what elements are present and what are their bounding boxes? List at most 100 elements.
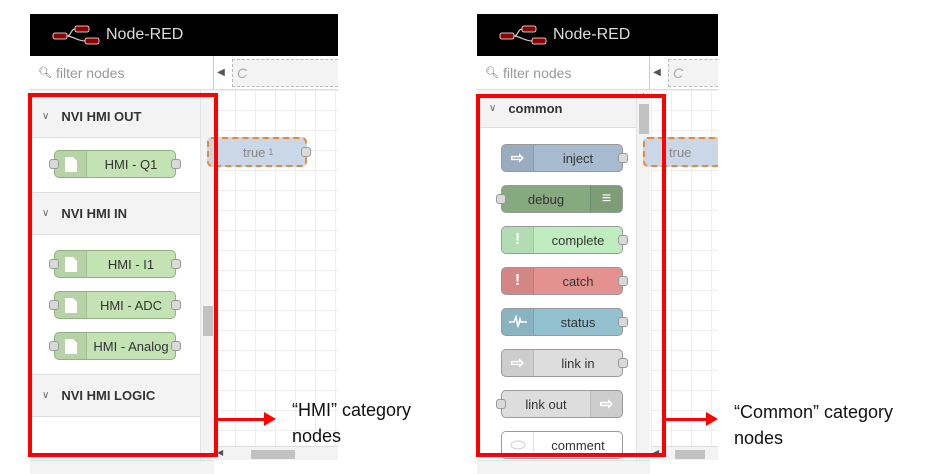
node-label: HMI - Q1 bbox=[104, 156, 158, 172]
input-port bbox=[49, 159, 59, 169]
file-icon bbox=[55, 151, 87, 177]
tab-scroll-left-icon[interactable]: ◀ bbox=[653, 67, 661, 78]
canvas-horizontal-scrollbar[interactable]: ◀ bbox=[651, 446, 718, 460]
node-label: link in bbox=[561, 355, 595, 371]
output-port bbox=[618, 276, 628, 286]
highlight-box-hmi bbox=[28, 93, 218, 457]
app-title: Node-RED bbox=[106, 26, 184, 43]
node-label: debug bbox=[527, 191, 565, 207]
node-red-logo-icon bbox=[52, 25, 100, 45]
annotation-line-1: “Common” category bbox=[734, 402, 894, 422]
palette-node-complete[interactable]: ! complete bbox=[501, 226, 628, 254]
palette-node-hmi-q1[interactable]: HMI - Q1 bbox=[49, 150, 181, 178]
flow-node-true[interactable]: true 1 bbox=[207, 137, 311, 167]
link-out-icon: ⇨ bbox=[590, 391, 622, 417]
palette: ∨ common ⇨ inject debug ≡ ! complete ! c… bbox=[477, 90, 650, 468]
flow-node-label: true bbox=[243, 144, 266, 160]
node-red-logo-icon bbox=[499, 25, 547, 45]
scrollbar-thumb[interactable] bbox=[203, 306, 213, 336]
file-icon bbox=[55, 251, 87, 277]
palette-footer bbox=[30, 460, 214, 474]
annotation-hmi: “HMI” category nodes bbox=[292, 397, 411, 449]
palette-node-status[interactable]: status bbox=[501, 308, 628, 336]
palette-node-link-out[interactable]: link out ⇨ bbox=[496, 390, 623, 418]
output-port bbox=[618, 153, 628, 163]
palette-node-hmi-adc[interactable]: HMI - ADC bbox=[49, 291, 181, 319]
node-label: link out bbox=[525, 396, 567, 412]
palette-footer bbox=[477, 460, 650, 474]
output-port bbox=[171, 341, 181, 351]
category-header-nvi-hmi-in[interactable]: ∨ NVI HMI IN bbox=[30, 193, 214, 235]
search-icon: 🔍︎ bbox=[38, 67, 52, 79]
app-header: Node-RED bbox=[30, 14, 338, 56]
palette-node-hmi-i1[interactable]: HMI - I1 bbox=[49, 250, 181, 278]
palette-node-debug[interactable]: debug ≡ bbox=[496, 185, 623, 213]
palette-node-link-in[interactable]: ⇨ link in bbox=[501, 349, 628, 377]
workspace-tab[interactable]: C bbox=[232, 58, 338, 87]
exclamation-icon: ! bbox=[502, 227, 534, 253]
filter-placeholder: filter nodes bbox=[502, 64, 572, 81]
annotation-arrow-line bbox=[666, 418, 708, 421]
workspace-canvas[interactable]: true 1 ◀ bbox=[207, 90, 338, 460]
link-in-icon: ⇨ bbox=[502, 350, 534, 376]
arrow-right-icon: ⇨ bbox=[502, 145, 534, 171]
workspace-tab-label: C bbox=[237, 64, 248, 81]
category-label: common bbox=[508, 101, 563, 116]
node-label: inject bbox=[562, 150, 594, 166]
input-port bbox=[49, 300, 59, 310]
node-label: HMI - Analog bbox=[93, 338, 169, 354]
input-port bbox=[49, 259, 59, 269]
node-label: catch bbox=[562, 273, 594, 289]
node-label: complete bbox=[551, 232, 605, 248]
node-label: comment bbox=[551, 437, 605, 453]
app-header: Node-RED bbox=[477, 14, 718, 56]
file-icon bbox=[55, 292, 87, 318]
input-port bbox=[496, 399, 506, 409]
input-port bbox=[496, 194, 506, 204]
node-label: status bbox=[560, 314, 596, 330]
node-red-editor-right: Node-RED 🔍︎ filter nodes ◀ C ∨ common ⇨ … bbox=[477, 14, 718, 474]
category-label: NVI HMI LOGIC bbox=[61, 388, 156, 403]
annotation-arrow-head-icon bbox=[264, 412, 276, 426]
scrollbar-thumb[interactable] bbox=[639, 104, 649, 134]
scroll-left-icon[interactable]: ◀ bbox=[217, 448, 224, 457]
annotation-line-2: nodes bbox=[734, 428, 784, 448]
filter-nodes-input[interactable]: 🔍︎ filter nodes bbox=[30, 56, 214, 89]
annotation-arrow-line bbox=[218, 418, 266, 421]
filter-placeholder: filter nodes bbox=[55, 64, 125, 81]
scroll-left-icon[interactable]: ◀ bbox=[653, 448, 660, 457]
category-header-nvi-hmi-out[interactable]: ∨ NVI HMI OUT bbox=[30, 96, 214, 138]
app-title: Node-RED bbox=[553, 26, 631, 43]
file-icon bbox=[55, 333, 87, 359]
category-header-nvi-hmi-logic[interactable]: ∨ NVI HMI LOGIC bbox=[30, 375, 214, 417]
tab-scroll-left-icon[interactable]: ◀ bbox=[217, 67, 225, 78]
scrollbar-thumb[interactable] bbox=[675, 450, 705, 459]
output-port bbox=[618, 317, 628, 327]
category-label: NVI HMI OUT bbox=[61, 109, 142, 124]
output-port bbox=[301, 147, 311, 157]
filter-nodes-input[interactable]: 🔍︎ filter nodes bbox=[477, 56, 650, 89]
list-icon: ≡ bbox=[590, 186, 622, 212]
palette-node-catch[interactable]: ! catch bbox=[501, 267, 628, 295]
palette: ∨ NVI HMI OUT HMI - Q1 ∨ NVI HMI IN HMI … bbox=[30, 90, 214, 468]
output-port bbox=[171, 300, 181, 310]
workspace-tab[interactable]: C bbox=[668, 58, 718, 87]
annotation-line-1: “HMI” category bbox=[292, 400, 412, 420]
output-port bbox=[618, 235, 628, 245]
annotation-line-2: nodes bbox=[292, 426, 342, 446]
input-port bbox=[49, 341, 59, 351]
canvas-horizontal-scrollbar[interactable]: ◀ bbox=[215, 446, 338, 460]
chevron-down-icon: ∨ bbox=[489, 103, 497, 114]
annotation-common: “Common” category nodes bbox=[734, 399, 893, 451]
workspace-tab-label: C bbox=[673, 64, 684, 81]
highlight-box-common bbox=[476, 94, 666, 457]
chevron-down-icon: ∨ bbox=[42, 111, 50, 122]
flow-node-true[interactable]: true bbox=[643, 137, 718, 167]
category-label: NVI HMI IN bbox=[61, 206, 128, 221]
palette-node-hmi-analog[interactable]: HMI - Analog bbox=[49, 332, 181, 360]
scrollbar-thumb[interactable] bbox=[251, 450, 295, 459]
palette-node-inject[interactable]: ⇨ inject bbox=[501, 144, 628, 172]
output-port bbox=[171, 159, 181, 169]
annotation-arrow-head-icon bbox=[706, 412, 718, 426]
node-label: HMI - ADC bbox=[99, 297, 163, 313]
